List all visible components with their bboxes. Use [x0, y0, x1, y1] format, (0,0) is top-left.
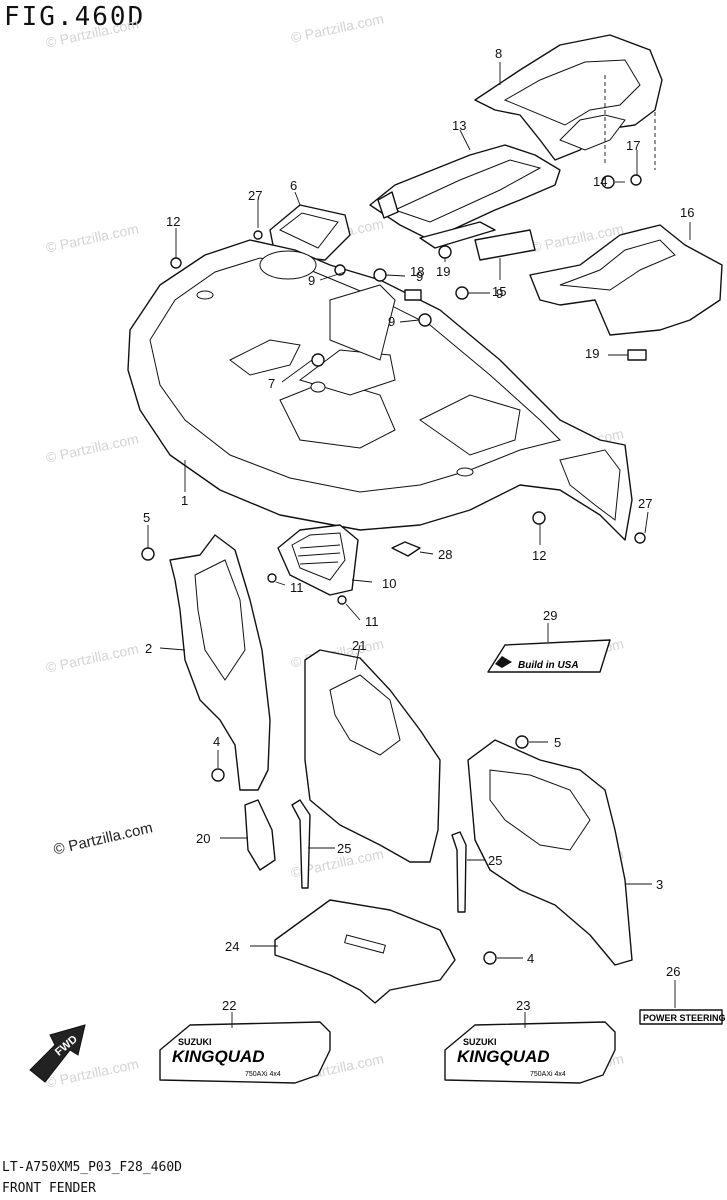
callout-27a: 27	[248, 188, 262, 203]
callout-2: 2	[145, 641, 152, 656]
fastener-11b	[337, 595, 347, 605]
fastener-5a	[141, 547, 155, 561]
fastener-4a	[211, 768, 225, 782]
part-24-plate[interactable]	[274, 899, 456, 1004]
figure-title: FIG.460D	[4, 2, 146, 32]
fastener-27a	[253, 230, 263, 240]
decal-29-build-in-usa[interactable]: Build in USA	[487, 639, 611, 673]
fastener-12a	[170, 257, 182, 269]
callout-10: 10	[382, 576, 396, 591]
callout-12b: 12	[532, 548, 546, 563]
fastener-5b	[515, 735, 529, 749]
decal-22-model-text: 750AXi 4x4	[245, 1071, 281, 1078]
callout-14: 14	[593, 174, 607, 189]
callout-5a: 5	[143, 510, 150, 525]
fastener-9a	[373, 268, 387, 282]
callout-16: 16	[680, 205, 694, 220]
decal-23-kingquad-text: KINGQUAD	[457, 1047, 550, 1066]
fastener-14	[601, 175, 615, 189]
callout-11a: 11	[290, 580, 304, 595]
callout-3: 3	[656, 877, 663, 892]
leader-lines	[147, 62, 691, 1028]
fastener-18	[404, 289, 422, 301]
callout-8: 8	[495, 46, 502, 61]
part-20-bracket[interactable]	[244, 799, 276, 871]
part-28-pad[interactable]	[391, 541, 421, 557]
callout-20: 20	[196, 831, 210, 846]
fastener-11a	[267, 573, 277, 583]
callout-19a: 19	[436, 264, 450, 279]
part-2-left-guard[interactable]	[169, 534, 271, 791]
callout-4a: 4	[213, 734, 220, 749]
decal-26-text: POWER STEERING	[643, 1013, 726, 1023]
part-16-side-panel[interactable]	[529, 224, 723, 336]
callout-26: 26	[666, 964, 680, 979]
callout-9d: 9	[388, 314, 395, 329]
fastener-27b	[634, 532, 646, 544]
decal-22-suzuki-text: SUZUKI	[178, 1037, 212, 1047]
part-10-vent[interactable]	[277, 524, 359, 596]
callout-9c: 9	[496, 286, 503, 301]
fastener-9d	[418, 313, 432, 327]
decal-22-kingquad[interactable]: SUZUKI KINGQUAD 750AXi 4x4	[159, 1021, 331, 1084]
part-3-right-guard[interactable]	[467, 739, 633, 966]
footer-name: FRONT FENDER	[2, 1181, 96, 1196]
fastener-12b	[532, 511, 546, 525]
part-13-bracket[interactable]	[369, 144, 561, 249]
fastener-4b	[483, 951, 497, 965]
callout-28: 28	[438, 547, 452, 562]
callout-29: 29	[543, 608, 557, 623]
callout-9a: 9	[416, 269, 423, 284]
part-25-cable-tie-right[interactable]	[451, 831, 467, 913]
callout-labels: 8 13 17 14 6 27 12 16 9 9 9 9 18 19 15 1…	[143, 46, 694, 1013]
decal-26-power-steering[interactable]: POWER STEERING	[639, 1009, 726, 1025]
decal-29-text: Build in USA	[518, 660, 579, 671]
callout-17: 17	[626, 138, 640, 153]
part-8-upper-cover[interactable]	[474, 34, 663, 170]
decal-23-model-text: 750AXi 4x4	[530, 1071, 566, 1078]
fastener-19a	[438, 245, 452, 259]
callout-19b: 19	[585, 346, 599, 361]
fastener-9c	[455, 286, 469, 300]
fastener-17	[630, 174, 642, 186]
callout-25b: 25	[488, 853, 502, 868]
callout-23: 23	[516, 998, 530, 1013]
callout-12a: 12	[166, 214, 180, 229]
callout-18: 18	[410, 264, 424, 279]
callout-22: 22	[222, 998, 236, 1013]
callout-1: 1	[181, 493, 188, 508]
footer-code: LT-A750XM5_P03_F28_460D	[2, 1160, 183, 1175]
callout-15: 15	[492, 284, 506, 299]
decal-23-kingquad[interactable]: SUZUKI KINGQUAD 750AXi 4x4	[444, 1021, 616, 1084]
decal-22-kingquad-text: KINGQUAD	[172, 1047, 265, 1066]
callout-6: 6	[290, 178, 297, 193]
fastener-19b	[627, 349, 647, 361]
part-15-pad[interactable]	[474, 229, 536, 261]
part-1-front-fender[interactable]	[127, 239, 633, 541]
fwd-arrow-icon: FWD	[29, 1024, 86, 1083]
callout-4b: 4	[527, 951, 534, 966]
callout-9b: 9	[308, 273, 315, 288]
callout-5b: 5	[554, 735, 561, 750]
decal-23-suzuki-text: SUZUKI	[463, 1037, 497, 1047]
part-6-pad[interactable]	[269, 204, 351, 261]
callout-11b: 11	[365, 614, 379, 629]
part-21-panel[interactable]	[304, 649, 441, 863]
part-25-cable-tie-left[interactable]	[291, 799, 311, 889]
callout-25a: 25	[337, 841, 351, 856]
callout-13: 13	[452, 118, 466, 133]
callout-27b: 27	[638, 496, 652, 511]
fastener-7	[311, 353, 325, 367]
callout-24: 24	[225, 939, 239, 954]
callout-7: 7	[268, 376, 275, 391]
callout-21: 21	[352, 638, 366, 653]
